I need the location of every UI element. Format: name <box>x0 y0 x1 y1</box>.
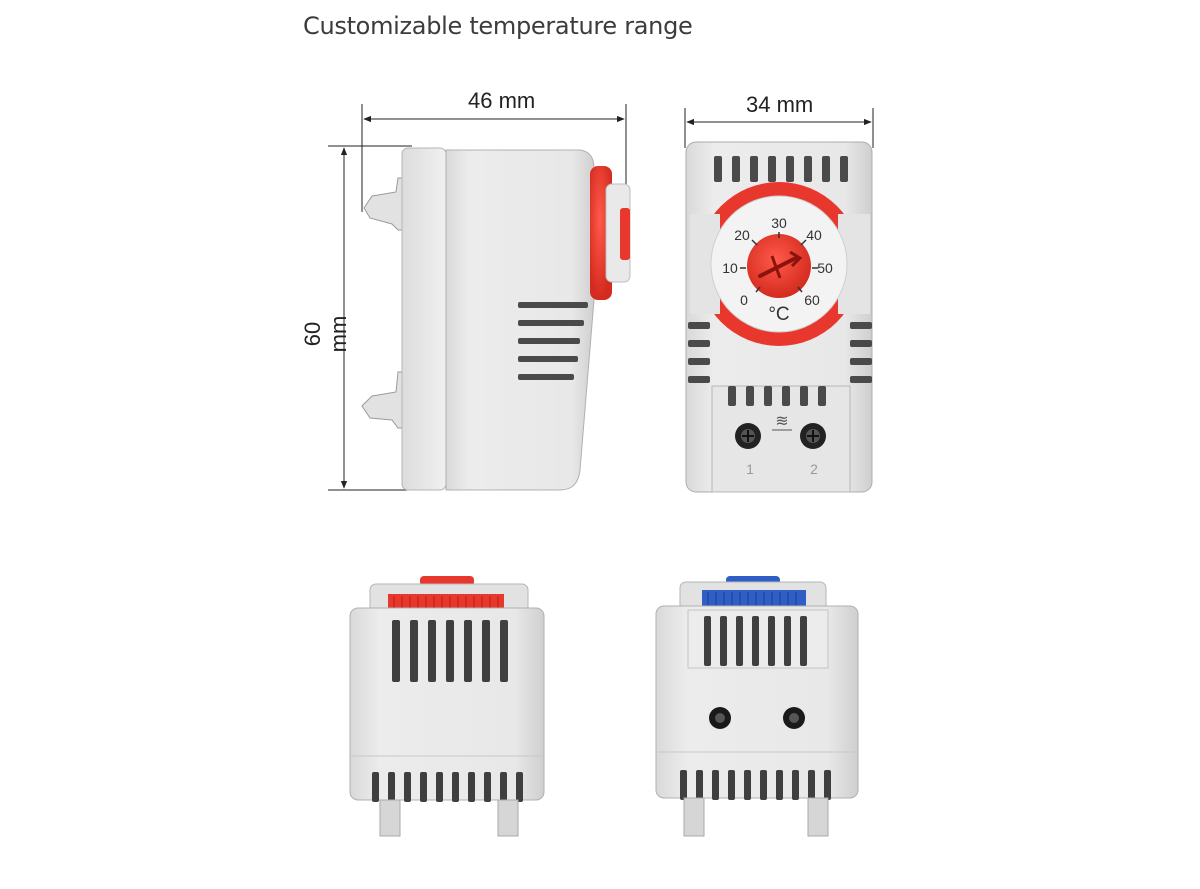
dial-tick-20: 20 <box>734 227 750 243</box>
heating-symbol-icon: ≋ <box>775 411 788 430</box>
terminal-screw-right <box>783 707 805 729</box>
terminal-screw-left <box>709 707 731 729</box>
terminal-screw-1 <box>735 423 761 449</box>
dial-tick-30: 30 <box>771 215 787 231</box>
dial-tick-40: 40 <box>806 227 822 243</box>
terminal-label-1: 1 <box>746 461 754 477</box>
front-view: 0 10 20 30 40 50 60 °C ≋ <box>685 141 873 493</box>
dial-unit: °C <box>768 304 789 325</box>
blue-model-view <box>655 576 859 837</box>
terminal-screw-2 <box>800 423 826 449</box>
dimension-lines <box>328 104 874 491</box>
red-model-view <box>349 576 545 837</box>
side-view <box>361 147 631 491</box>
dial-tick-10: 10 <box>722 260 738 276</box>
terminal-label-2: 2 <box>810 461 818 477</box>
page-title: Customizable temperature range <box>303 12 693 40</box>
dial-tick-60: 60 <box>804 292 820 308</box>
dimension-label-width-front: 34 mm <box>746 92 814 117</box>
dimension-label-width-side: 46 mm <box>468 88 536 113</box>
dial-tick-50: 50 <box>817 260 833 276</box>
dial-tick-0: 0 <box>740 292 748 308</box>
